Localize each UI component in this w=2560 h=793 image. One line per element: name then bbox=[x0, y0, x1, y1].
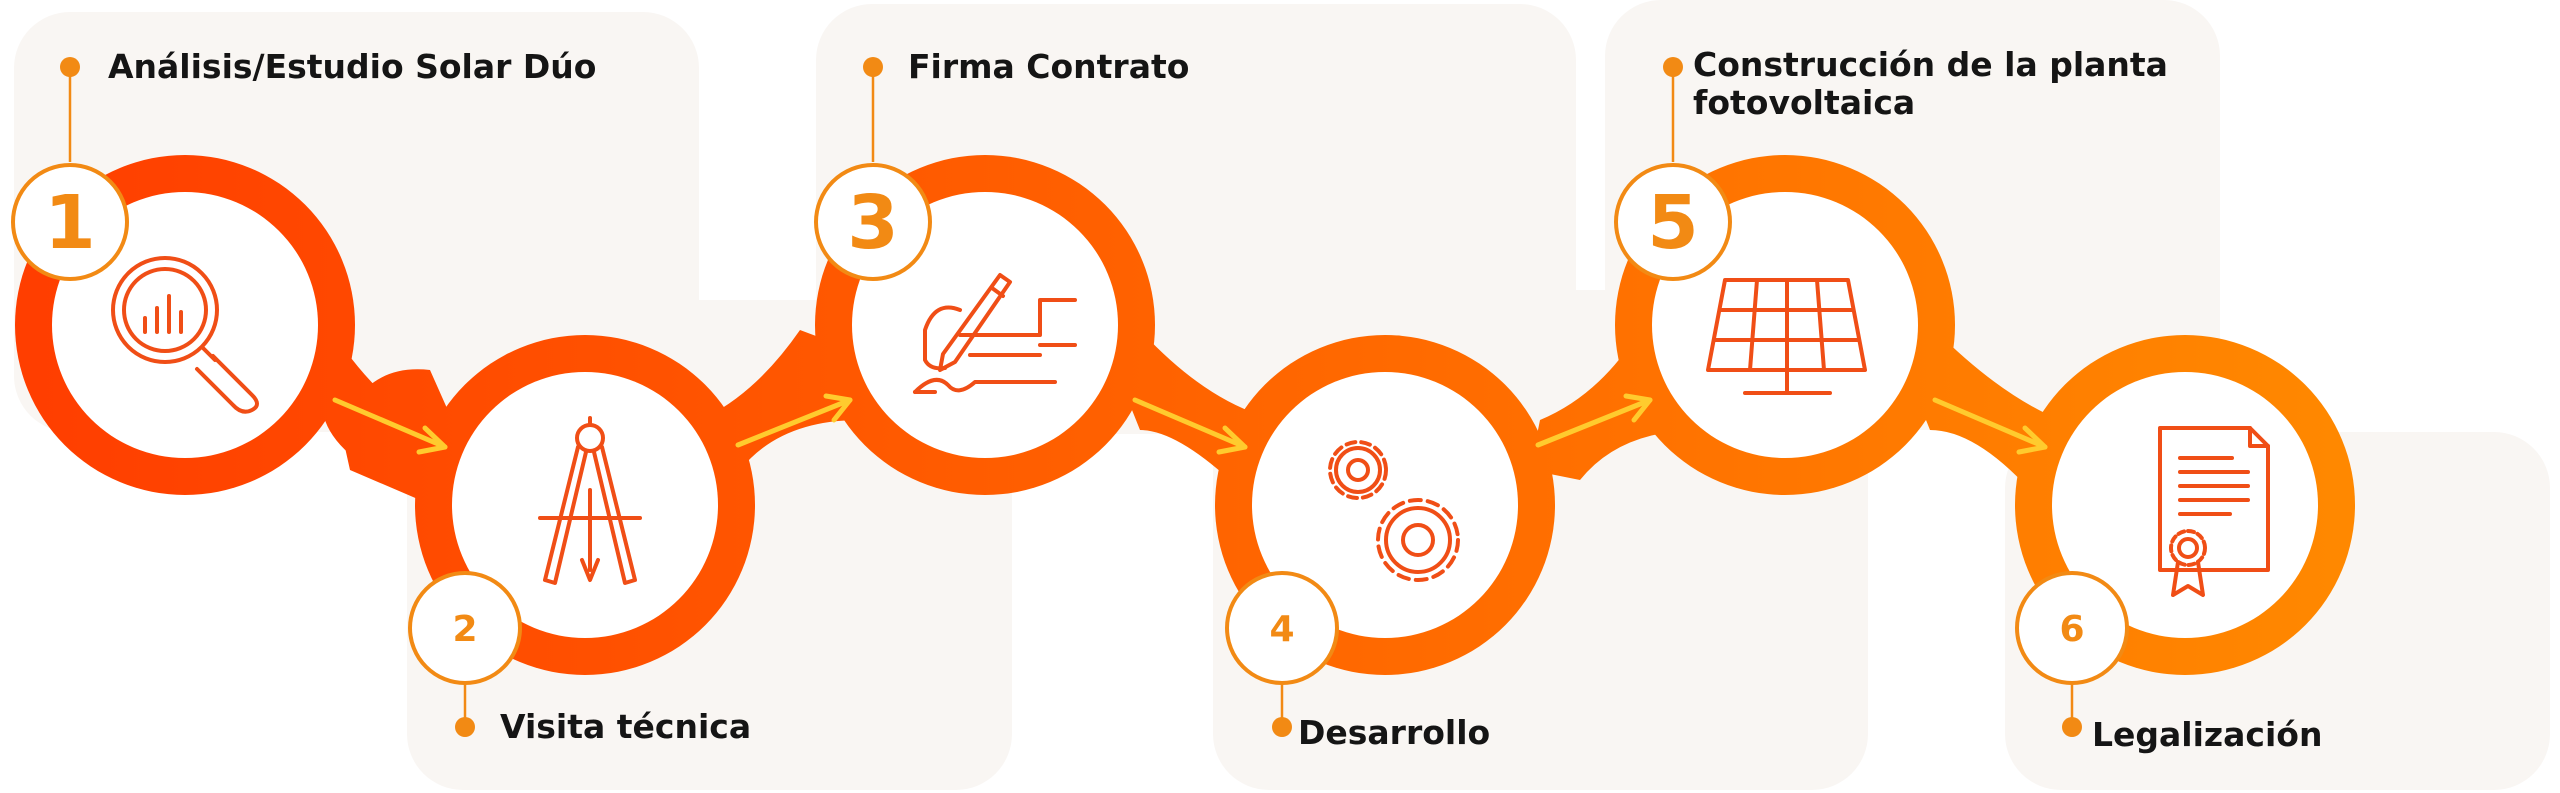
step-2-number: 2 bbox=[452, 609, 477, 650]
arrows bbox=[332, 393, 2048, 455]
step-3-number: 3 bbox=[847, 180, 899, 266]
arrow-4-to-5 bbox=[1535, 393, 1653, 448]
dot-5 bbox=[1663, 57, 1683, 77]
drafting-compass-icon bbox=[538, 416, 642, 585]
dot-6 bbox=[2062, 717, 2082, 737]
solar-panel-icon bbox=[1706, 278, 1867, 395]
step-5-label: Construcción de la planta fotovoltaica bbox=[1693, 46, 2168, 122]
step-6-number: 6 bbox=[2059, 609, 2084, 650]
step-5-label-line2: fotovoltaica bbox=[1693, 83, 1916, 122]
dot-1 bbox=[60, 57, 80, 77]
badge-4 bbox=[1225, 571, 1339, 685]
dot-2 bbox=[455, 717, 475, 737]
step-6-label: Legalización bbox=[2092, 715, 2323, 754]
arrow-1-to-2 bbox=[332, 397, 448, 455]
badge-1 bbox=[11, 163, 129, 281]
badge-6 bbox=[2015, 571, 2129, 685]
arrow-5-to-6 bbox=[1932, 397, 2048, 455]
step-4-disc bbox=[1252, 372, 1518, 638]
icons bbox=[111, 256, 2270, 597]
step-1-label: Análisis/Estudio Solar Dúo bbox=[108, 47, 597, 86]
badge-3 bbox=[814, 163, 932, 281]
step-4-label: Desarrollo bbox=[1298, 713, 1491, 752]
dot-3 bbox=[863, 57, 883, 77]
step-4-number: 4 bbox=[1269, 609, 1294, 650]
step-2-disc bbox=[452, 372, 718, 638]
gears-icon bbox=[1328, 440, 1460, 582]
step-1-number: 1 bbox=[44, 180, 96, 266]
step-5-number: 5 bbox=[1647, 180, 1699, 266]
step-3-label: Firma Contrato bbox=[908, 47, 1190, 86]
badge-2 bbox=[408, 571, 522, 685]
leader-dots bbox=[60, 57, 2082, 737]
certificate-icon bbox=[2158, 426, 2270, 597]
step-2-label: Visita técnica bbox=[500, 707, 752, 746]
step-5-label-line1: Construcción de la planta bbox=[1693, 45, 2168, 84]
magnifier-chart-icon bbox=[111, 256, 259, 414]
badges bbox=[11, 163, 2129, 685]
dot-4 bbox=[1272, 717, 1292, 737]
hand-signing-icon bbox=[913, 273, 1077, 394]
step-1-disc bbox=[52, 192, 318, 458]
arrow-3-to-4 bbox=[1132, 397, 1248, 455]
arrow-2-to-3 bbox=[735, 393, 853, 448]
badge-5 bbox=[1614, 163, 1732, 281]
badge-numbers: 1 2 3 4 5 6 bbox=[44, 180, 2084, 650]
